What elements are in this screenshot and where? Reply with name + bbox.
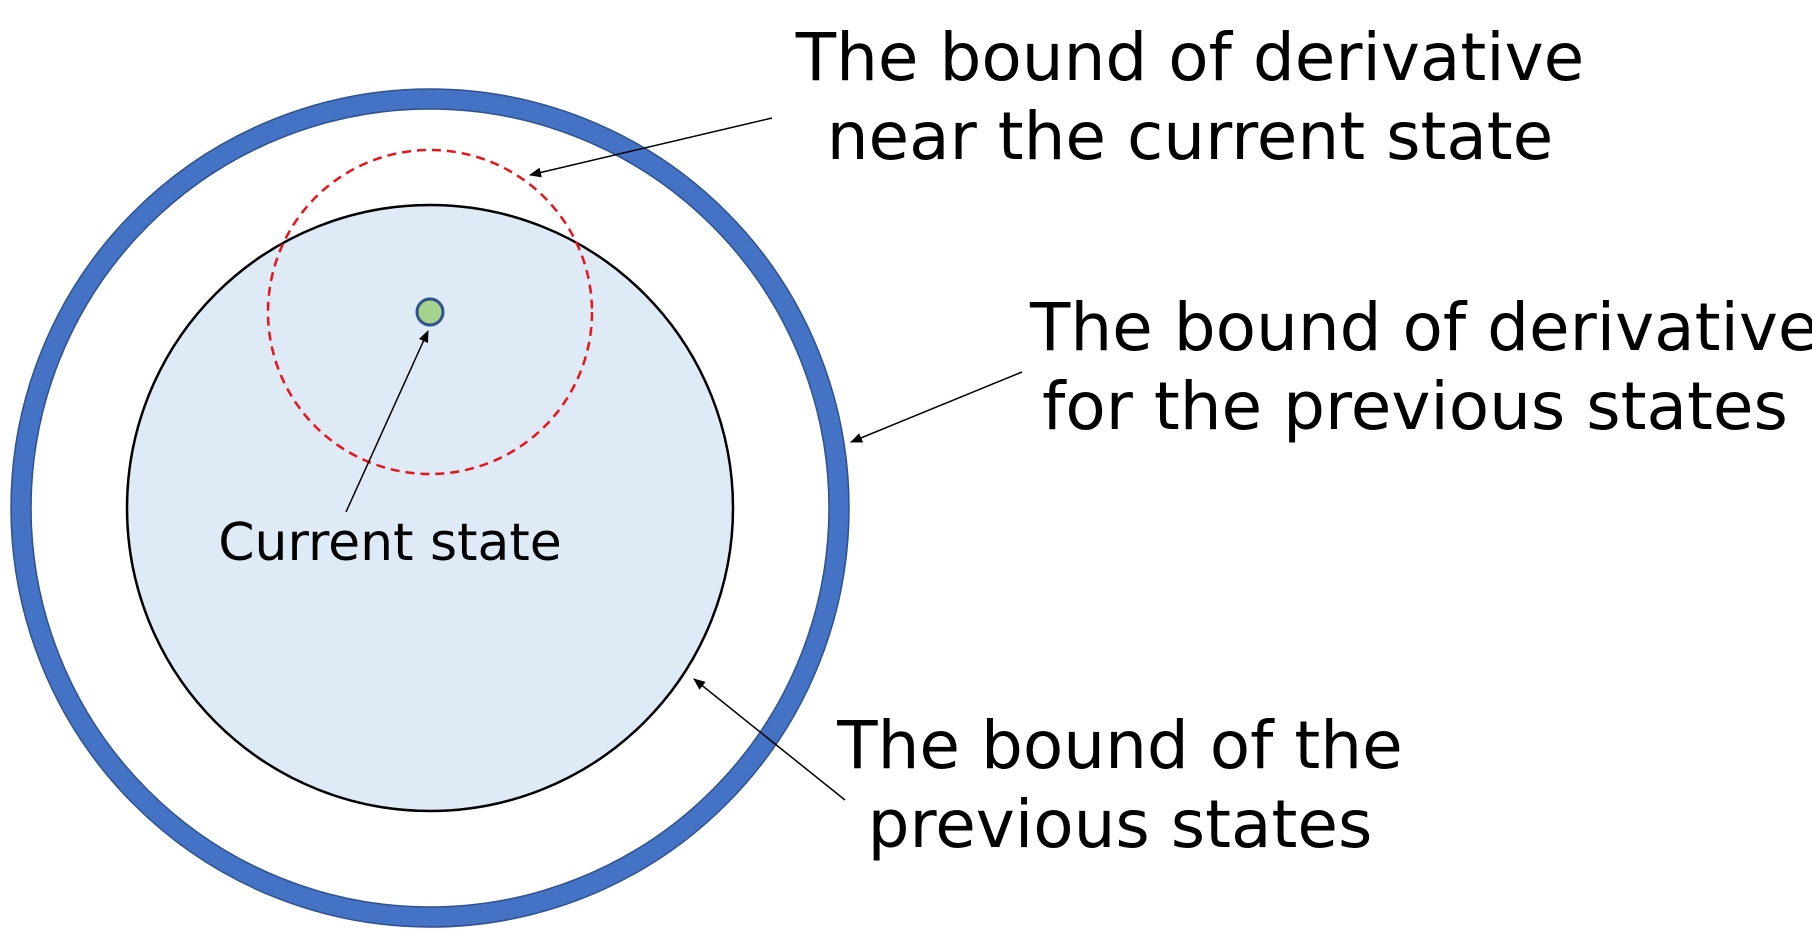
label-previous-states: The bound of the previous states xyxy=(800,706,1440,864)
label-derivative-current-line-2: near the current state xyxy=(826,98,1554,176)
arrow-previous-states xyxy=(693,678,846,801)
current-derivative-circle xyxy=(266,148,594,476)
label-derivative-current-line-1: The bound of derivative xyxy=(795,19,1585,96)
outer-bound-circle-inner-edge xyxy=(30,108,830,908)
label-derivative-previous-line-1: The bound of derivative xyxy=(1030,289,1812,366)
arrow-current-state xyxy=(345,330,429,513)
arrow-derivative-previous xyxy=(850,371,1023,443)
label-previous-states-line-2: previous states xyxy=(867,786,1373,864)
label-derivative-previous-line-2: for the previous states xyxy=(1042,368,1788,446)
previous-states-circle xyxy=(125,203,735,813)
label-derivative-previous: The bound of derivative for the previous… xyxy=(1030,288,1812,446)
current-state-point xyxy=(415,297,445,327)
outer-bound-circle-outer-edge xyxy=(10,88,850,928)
label-derivative-current: The bound of derivative near the current… xyxy=(760,18,1620,176)
arrow-derivative-current xyxy=(529,117,773,178)
label-current-state: Current state xyxy=(218,513,562,573)
label-previous-states-line-1: The bound of the xyxy=(837,707,1403,784)
